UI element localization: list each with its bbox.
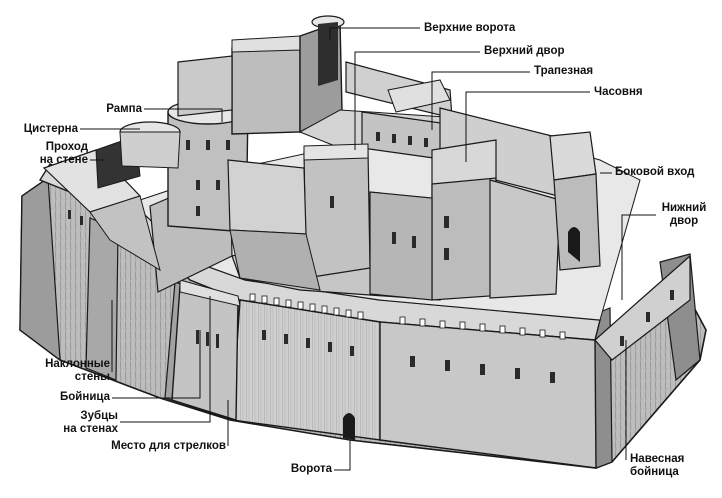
label-upper-yard: Верхний двор xyxy=(484,45,565,57)
label-archers-post: Место для стрелков xyxy=(111,440,226,452)
label-chapel: Часовня xyxy=(594,86,643,98)
leader-lines xyxy=(80,27,656,471)
leader-chapel xyxy=(465,91,590,162)
label-lower-yard: Нижний двор xyxy=(661,202,707,227)
label-machicolation: Навесная бойница xyxy=(630,453,685,478)
leader-lower-yard xyxy=(621,214,656,300)
archer-tower xyxy=(171,279,241,421)
label-sloped-walls: Наклонные стены xyxy=(45,358,110,383)
label-gate: Ворота xyxy=(290,463,332,475)
label-ramp: Рампа xyxy=(106,103,142,115)
leader-ramp xyxy=(144,108,223,122)
leader-upper-gate xyxy=(329,27,420,40)
label-refectory: Трапезная xyxy=(534,65,594,77)
inner-castle xyxy=(124,15,641,321)
label-wall-walk: Проход на стене xyxy=(39,141,88,166)
label-side-entrance: Боковой вход xyxy=(615,166,695,178)
outer-curtain-wall xyxy=(38,163,691,469)
leader-loophole xyxy=(112,330,201,399)
label-upper-gate: Верхние ворота xyxy=(424,22,516,34)
leader-upper-yard xyxy=(354,51,480,150)
left-outer-corner xyxy=(42,121,181,272)
leader-battlements xyxy=(120,296,211,423)
label-loophole: Бойница xyxy=(60,391,110,403)
leader-gate xyxy=(334,440,351,471)
leader-refectory xyxy=(431,71,530,130)
label-battlements: Зубцы на стенах xyxy=(63,410,118,435)
label-cistern: Цистерна xyxy=(23,123,78,135)
